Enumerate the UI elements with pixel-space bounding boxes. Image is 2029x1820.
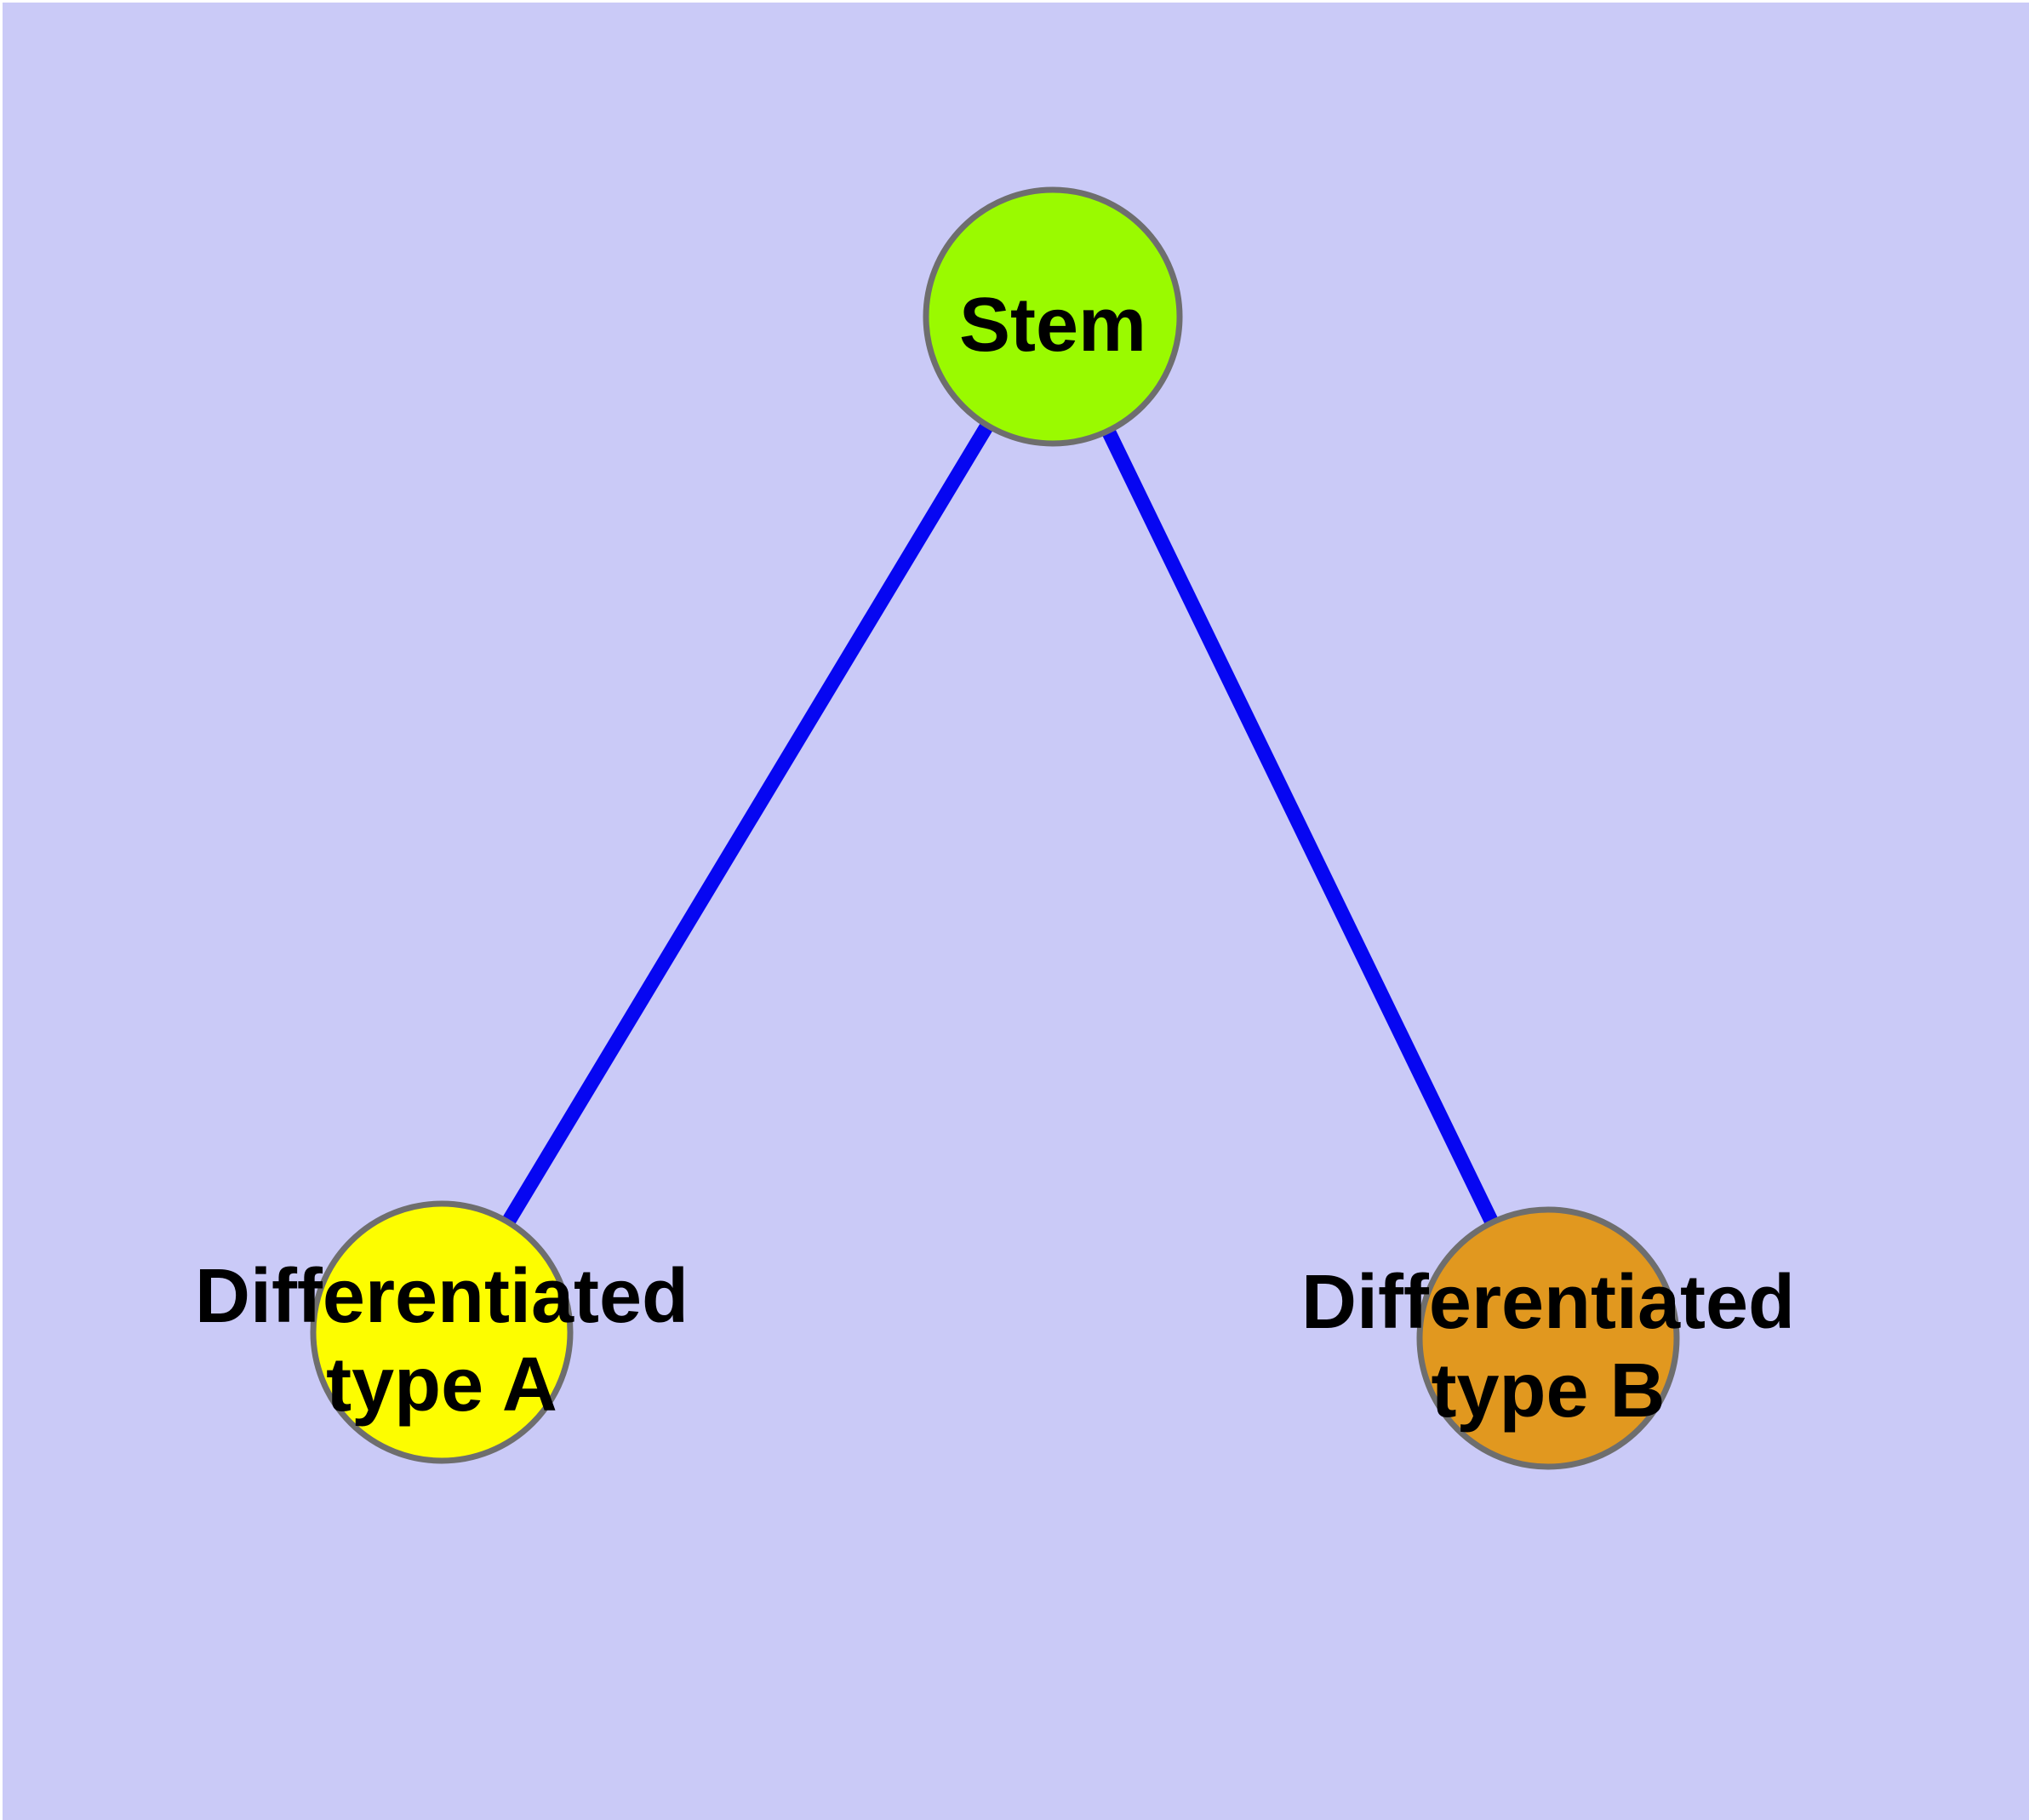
- node-stem[interactable]: [923, 186, 1183, 447]
- node-label-stem: Stem: [959, 283, 1146, 368]
- edge-stem-to-differentiated-type-b[interactable]: [1046, 313, 1555, 1342]
- node-differentiated-type-b[interactable]: [1416, 1206, 1680, 1470]
- node-differentiated-type-a[interactable]: [310, 1200, 574, 1464]
- edge-stem-to-differentiated-type-a[interactable]: [435, 312, 1060, 1336]
